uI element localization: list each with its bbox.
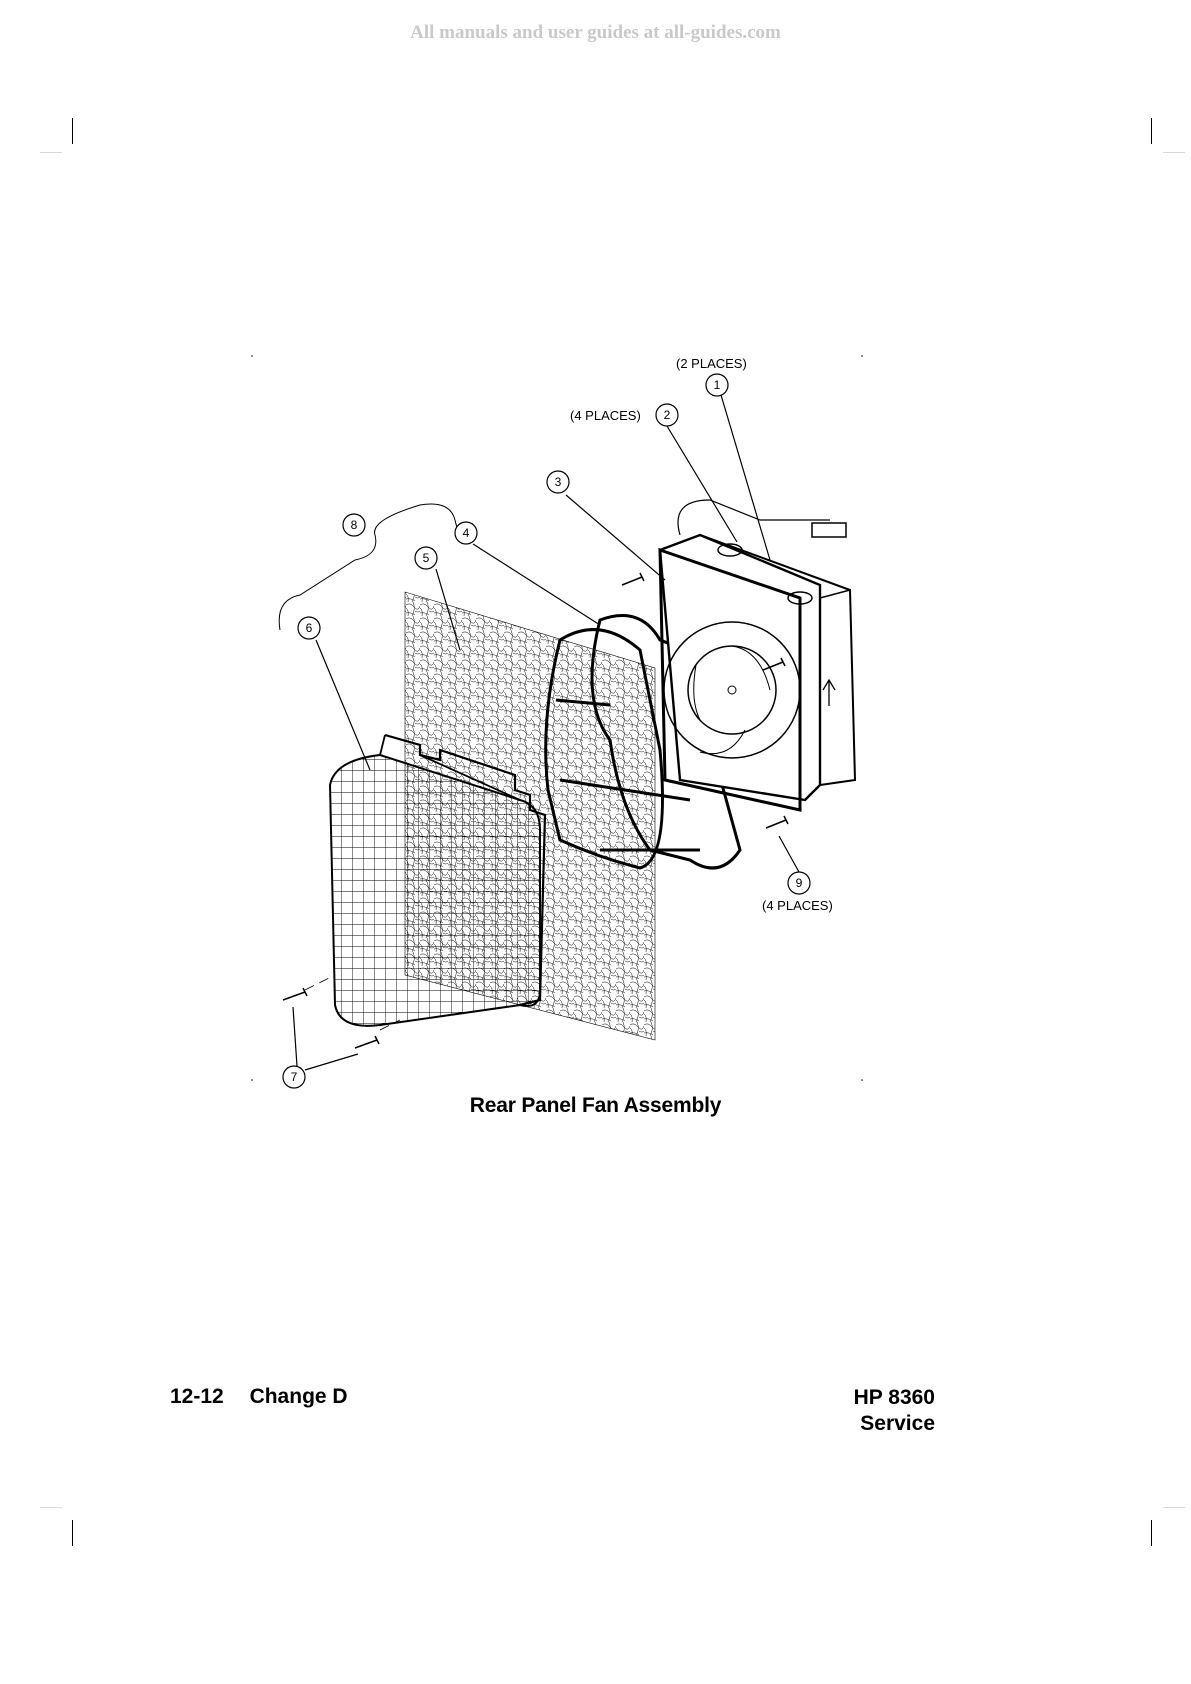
- callout-label-1: 1: [714, 378, 721, 392]
- callout-label-2: 2: [664, 408, 671, 422]
- callout-label-7: 7: [291, 1070, 298, 1084]
- note-two-places: (2 PLACES): [676, 356, 747, 371]
- note-four-places-top: (4 PLACES): [570, 408, 641, 423]
- section-name: Service: [760, 1411, 935, 1437]
- fan: [660, 500, 855, 810]
- page-number: 12-12: [170, 1385, 224, 1408]
- callout-label-9: 9: [796, 876, 803, 890]
- callout-label-4: 4: [463, 526, 470, 540]
- callout-label-6: 6: [306, 621, 313, 635]
- callout-label-3: 3: [555, 475, 562, 489]
- callout-label-8: 8: [351, 518, 358, 532]
- figure-caption: Rear Panel Fan Assembly: [0, 1094, 1191, 1118]
- footer-right: HP 8360 Service: [760, 1385, 935, 1437]
- footer-left: 12-12 Change D: [170, 1385, 348, 1409]
- change-level: Change D: [250, 1385, 348, 1408]
- product-name: HP 8360: [760, 1385, 935, 1411]
- callout-label-5: 5: [423, 551, 430, 565]
- note-four-places-bottom: (4 PLACES): [762, 898, 833, 913]
